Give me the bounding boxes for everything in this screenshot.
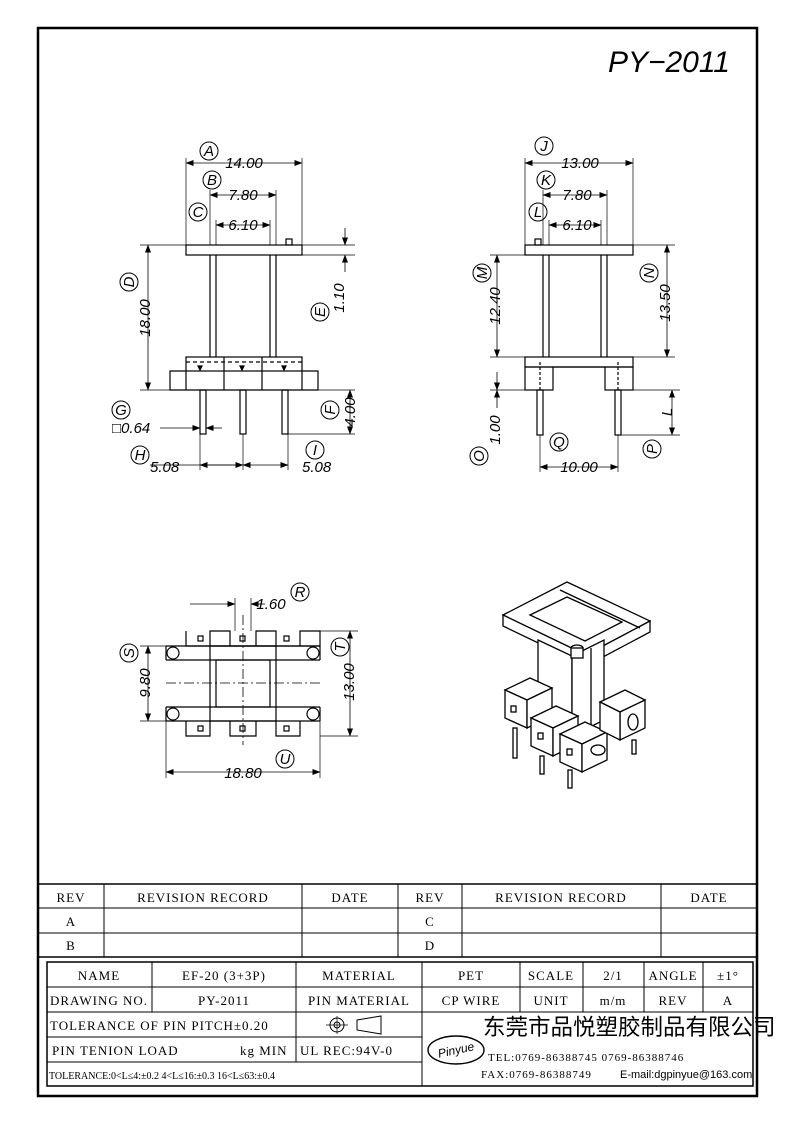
value-e: 1.10 xyxy=(331,283,348,313)
angle-label: ANGLE xyxy=(648,968,697,983)
title-block-texts: NAME EF-20 (3+3P) MATERIAL PET SCALE 2/1… xyxy=(49,968,776,1082)
rev-header-2: REV xyxy=(416,890,445,905)
value-l: 6.10 xyxy=(562,217,592,234)
value-h: 5.08 xyxy=(150,459,180,476)
unit-value: m/m xyxy=(600,993,627,1008)
label-r: R xyxy=(295,584,306,601)
drawing-title: PY−2011 xyxy=(608,46,730,79)
label-b: B xyxy=(207,172,217,189)
side-view xyxy=(490,158,680,472)
value-m: 12.40 xyxy=(487,287,504,325)
name-label: NAME xyxy=(78,968,120,983)
label-n: N xyxy=(641,267,658,278)
label-t: T xyxy=(332,641,349,652)
email-line: E-mail:dgpinyue@163.com xyxy=(620,1069,752,1081)
isometric-view xyxy=(501,581,652,789)
date-header-2: DATE xyxy=(690,890,727,905)
value-i: 5.08 xyxy=(302,459,332,476)
value-j: 13.00 xyxy=(561,155,599,172)
angle-value: ±1° xyxy=(717,968,739,983)
pin-tenion-label: PIN TENION LOAD xyxy=(52,1043,179,1058)
label-g: G xyxy=(115,402,127,419)
label-i: I xyxy=(313,442,317,459)
front-view-dimensions xyxy=(145,160,353,468)
tolerance-pitch: TOLERANCE OF PIN PITCH±0.20 xyxy=(50,1018,269,1033)
side-view-dimensions xyxy=(494,160,675,470)
record-header: REVISION RECORD xyxy=(137,890,269,905)
record-header-2: REVISION RECORD xyxy=(495,890,627,905)
ul-rec: UL REC:94V-0 xyxy=(300,1043,393,1058)
revision-texts: REV REVISION RECORD DATE REV REVISION RE… xyxy=(57,890,727,953)
label-k: K xyxy=(541,172,552,189)
bottom-view xyxy=(140,598,358,778)
value-o: 1.00 xyxy=(487,415,504,445)
date-header: DATE xyxy=(331,890,368,905)
fax-line: FAX:0769-86388749 xyxy=(481,1069,592,1081)
label-o: O xyxy=(471,450,488,462)
value-g: □0.64 xyxy=(112,420,150,437)
value-u: 18.80 xyxy=(224,765,262,782)
label-d: D xyxy=(121,276,138,287)
drawing-no-value: PY-2011 xyxy=(198,993,250,1008)
revision-table xyxy=(38,883,757,958)
company-name: 东莞市品悦塑胶制品有限公司 xyxy=(483,1015,776,1041)
rev-label: REV xyxy=(659,993,688,1008)
material-value: PET xyxy=(458,968,484,983)
logo-text: Pinyue xyxy=(437,1039,476,1060)
value-b: 7.80 xyxy=(228,187,258,204)
dimension-labels xyxy=(111,136,662,769)
name-value: EF-20 (3+3P) xyxy=(182,968,266,983)
label-h: H xyxy=(135,447,146,464)
value-d: 18.00 xyxy=(137,299,154,337)
value-f: 4.00 xyxy=(342,397,359,427)
label-e: E xyxy=(312,306,329,317)
scale-label: SCALE xyxy=(528,968,574,983)
bottom-view-dimensions xyxy=(145,601,353,775)
label-q: Q xyxy=(553,434,565,451)
pin-material-label: PIN MATERIAL xyxy=(308,993,410,1008)
label-c: C xyxy=(193,204,204,221)
pin-tenion-value: kg MIN xyxy=(240,1043,288,1058)
value-q: 10.00 xyxy=(560,459,598,476)
dimension-texts: A B C D E F G H I J K L M N O Q P R S T … xyxy=(112,138,676,782)
tel-line: TEL:0769-86388745 0769-86388746 xyxy=(488,1052,684,1064)
label-a: A xyxy=(203,143,214,160)
value-r: 1.60 xyxy=(256,596,286,613)
rev-header: REV xyxy=(57,890,86,905)
value-a: 14.00 xyxy=(225,155,263,172)
tolerance-range: TOLERANCE:0<L≤4:±0.2 4<L≤16:±0.3 16<L≤63… xyxy=(49,1071,275,1082)
material-label: MATERIAL xyxy=(322,968,396,983)
value-s: 9.80 xyxy=(137,668,154,698)
title-block xyxy=(46,961,754,1087)
value-pl: L xyxy=(659,408,676,416)
value-k: 7.80 xyxy=(562,187,592,204)
label-j: J xyxy=(539,138,548,155)
label-p: P xyxy=(644,444,661,454)
value-c: 6.10 xyxy=(228,217,258,234)
label-u: U xyxy=(280,751,291,768)
label-m: M xyxy=(474,266,491,279)
sheet-border xyxy=(36,26,759,1098)
label-l: L xyxy=(534,204,542,221)
rev-row-a: A xyxy=(66,914,76,929)
pin-material-value: CP WIRE xyxy=(442,993,501,1008)
label-f: F xyxy=(322,405,339,415)
drawing-no-label: DRAWING NO. xyxy=(50,993,148,1008)
rev-row-b: B xyxy=(66,938,76,953)
label-s: S xyxy=(121,648,138,658)
rev-row-d: D xyxy=(425,938,435,953)
rev-value: A xyxy=(723,993,733,1008)
value-t: 13.00 xyxy=(341,663,358,701)
rev-row-c: C xyxy=(425,914,435,929)
unit-label: UNIT xyxy=(533,993,568,1008)
value-n: 13.50 xyxy=(657,284,674,322)
scale-value: 2/1 xyxy=(603,968,623,983)
front-view xyxy=(140,158,355,470)
